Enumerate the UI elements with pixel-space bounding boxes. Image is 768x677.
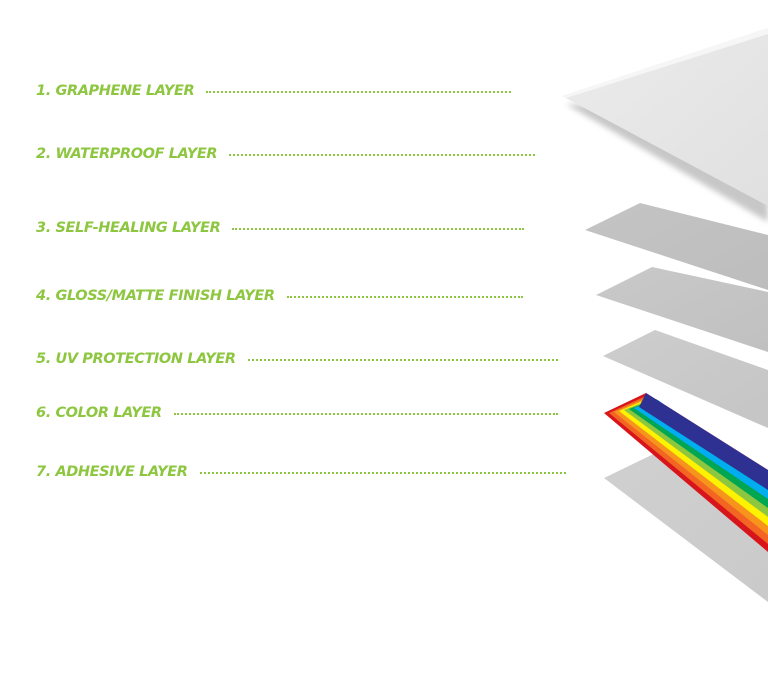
layer-label-4: 4. GLOSS/MATTE FINISH LAYER (36, 286, 523, 306)
layer-label-text: 2. WATERPROOF LAYER (36, 146, 218, 162)
gloss-matte-sheet (596, 267, 768, 352)
uv-protection-sheet (603, 330, 768, 428)
layer-label-text: 4. GLOSS/MATTE FINISH LAYER (36, 288, 275, 304)
leader-line (232, 228, 525, 230)
layer-label-5: 5. UV PROTECTION LAYER (36, 349, 558, 369)
leader-line (199, 472, 566, 474)
leader-line (206, 91, 512, 93)
leader-line (247, 359, 558, 361)
layer-label-3: 3. SELF-HEALING LAYER (36, 218, 525, 238)
leader-line (229, 154, 536, 156)
layer-label-text: 5. UV PROTECTION LAYER (36, 351, 236, 367)
layer-label-1: 1. GRAPHENE LAYER (36, 81, 512, 101)
leader-line (286, 296, 523, 298)
layer-label-7: 7. ADHESIVE LAYER (36, 462, 566, 482)
color-sheet (604, 393, 768, 552)
layer-label-2: 2. WATERPROOF LAYER (36, 144, 536, 164)
leader-line (173, 413, 558, 415)
graphene-sheet (562, 28, 768, 222)
layer-label-text: 3. SELF-HEALING LAYER (36, 220, 221, 236)
layer-label-text: 7. ADHESIVE LAYER (36, 464, 188, 480)
layer-label-6: 6. COLOR LAYER (36, 403, 558, 423)
self-healing-sheet (585, 203, 768, 290)
layer-label-text: 6. COLOR LAYER (36, 405, 162, 421)
layer-label-text: 1. GRAPHENE LAYER (36, 83, 195, 99)
